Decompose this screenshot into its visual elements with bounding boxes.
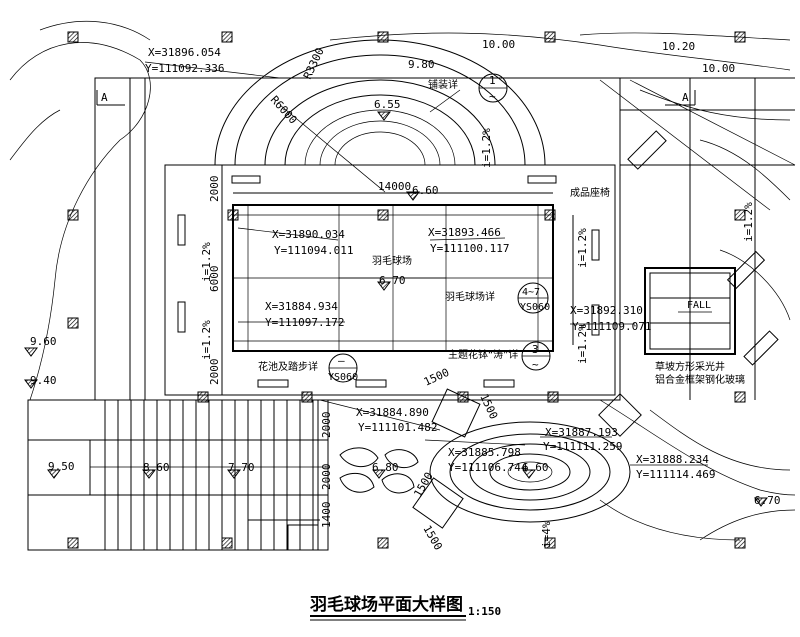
coord-y: Y=111109.071 (572, 320, 651, 333)
elevation-value: 9.40 (30, 374, 57, 387)
width-dim: 14000 (378, 180, 411, 193)
coord-y: Y=111092.336 (145, 62, 224, 75)
skylight-box: FALL (644, 267, 736, 355)
slope-value: i=1.2% (742, 202, 755, 242)
annotation-labels: 铺装详 成品座椅 羽毛球场 羽毛球场详 花池及踏步详 主题花钵“涛”详 草坡方形… (258, 78, 745, 386)
elevation-value: 9.50 (48, 460, 75, 473)
elevation-value: 10.00 (482, 38, 515, 51)
feature-label: 主题花钵“涛”详 (448, 348, 518, 361)
coord-x: X=31887.193 (545, 426, 618, 439)
height-dim: 2000 (320, 464, 333, 491)
width-dim: 1500 (422, 366, 452, 389)
terrain-contours (9, 20, 796, 541)
skylight-label: 草坡方形采光井 (655, 360, 725, 373)
section-label-right: A (682, 91, 689, 104)
coord-x: X=31890.034 (272, 228, 345, 241)
stairs (27, 399, 330, 551)
radius-dim: R6000 (268, 93, 300, 126)
section-marker-right: A (665, 90, 696, 106)
callout-sub: YS060 (520, 302, 550, 313)
callout-num: 4~7 (522, 287, 540, 298)
elevation-value: 8.60 (143, 461, 170, 474)
elevation-value: 9.80 (408, 58, 435, 71)
callout-labels: 1 ~ 4~7 YS060 3 ~ — YS060 (328, 74, 550, 383)
elevation-labels: 10.00 10.20 10.00 9.80 6.55 6.60 6.70 9.… (30, 38, 781, 507)
slope-labels: i=1.2% i=1.2% i=1.2% i=1.2% i=1.2% i=1.2… (200, 128, 755, 548)
coord-x: X=31884.934 (265, 300, 338, 313)
section-marker-left: A (96, 90, 125, 106)
elevation-value: 6.60 (412, 184, 439, 197)
callout-num: — (338, 354, 345, 367)
slope-value: i=4% (540, 521, 553, 548)
coord-x: X=31892.310 (570, 304, 643, 317)
coord-y: Y=111111.259 (543, 440, 622, 453)
elevation-value: 6.60 (522, 461, 549, 474)
skylight-label: 铝合金框架钢化玻璃 (655, 373, 745, 386)
section-label-left: A (101, 91, 108, 104)
callout-sub: ~ (532, 358, 539, 371)
drawing-title: 羽毛球场平面大样图 1:150 (310, 594, 501, 621)
court-platform (164, 164, 616, 396)
callout-sub: ~ (489, 90, 496, 103)
callout-circles (328, 73, 551, 383)
dimension-lines (221, 165, 574, 550)
coord-y: Y=111094.011 (274, 244, 353, 257)
tree-markers (67, 31, 746, 549)
elevation-value: 10.20 (662, 40, 695, 53)
scale-text: 1:150 (468, 605, 501, 618)
callout-num: 3 (532, 343, 539, 356)
coord-y: Y=111100.117 (430, 242, 509, 255)
flower-planter (339, 388, 642, 529)
bench-label: 成品座椅 (570, 186, 610, 199)
height-dim: 2000 (208, 176, 221, 203)
coord-x: X=31888.234 (636, 453, 709, 466)
coord-y: Y=111106.744 (448, 461, 528, 474)
elevation-value: 10.00 (702, 62, 735, 75)
coord-x: X=31884.890 (356, 406, 429, 419)
elevation-value: 6.70 (379, 274, 406, 287)
slope-value: i=1.2% (480, 128, 493, 168)
elevation-value: 6.70 (754, 494, 781, 507)
paving-label: 铺装详 (428, 78, 458, 91)
coordinate-labels: X=31896.054 Y=111092.336 X=31890.034 Y=1… (145, 46, 715, 481)
slope-value: i=1.2% (576, 228, 589, 268)
coord-y: Y=111101.482 (358, 421, 437, 434)
slope-value: i=1.2% (576, 324, 589, 364)
coord-x: X=31896.054 (148, 46, 221, 59)
oval-feature (429, 421, 631, 523)
callout-sub: YS060 (328, 372, 358, 383)
coord-x: X=31885.798 (448, 446, 521, 459)
elevation-value: 6.80 (372, 461, 399, 474)
fall-label: FALL (687, 300, 711, 311)
height-dim: 1400 (320, 502, 333, 529)
elevation-value: 9.60 (30, 335, 57, 348)
elevation-value: 6.55 (374, 98, 401, 111)
coord-y: Y=111114.469 (636, 468, 715, 481)
height-dim: 2000 (320, 412, 333, 439)
width-dim: 1500 (477, 392, 500, 422)
height-dim: 2000 (208, 359, 221, 386)
leader-lines (144, 61, 708, 466)
slope-value: i=1.2% (200, 242, 213, 282)
court-label: 羽毛球场 (372, 254, 412, 267)
planter-label: 花池及踏步详 (258, 360, 318, 373)
site-boundary (94, 77, 796, 401)
width-dim: 1500 (411, 470, 436, 499)
slope-value: i=1.2% (200, 320, 213, 360)
coord-x: X=31893.466 (428, 226, 501, 239)
callout-num: 1 (489, 74, 496, 87)
benches (177, 175, 600, 388)
tree-boxes (627, 130, 779, 366)
title-text: 羽毛球场平面大样图 (310, 594, 463, 615)
coord-y: Y=111097.172 (265, 316, 344, 329)
elevation-markers (24, 111, 768, 507)
court-detail-label: 羽毛球场详 (445, 290, 495, 303)
elevation-value: 7.70 (228, 461, 255, 474)
height-dim: 6000 (208, 266, 221, 293)
